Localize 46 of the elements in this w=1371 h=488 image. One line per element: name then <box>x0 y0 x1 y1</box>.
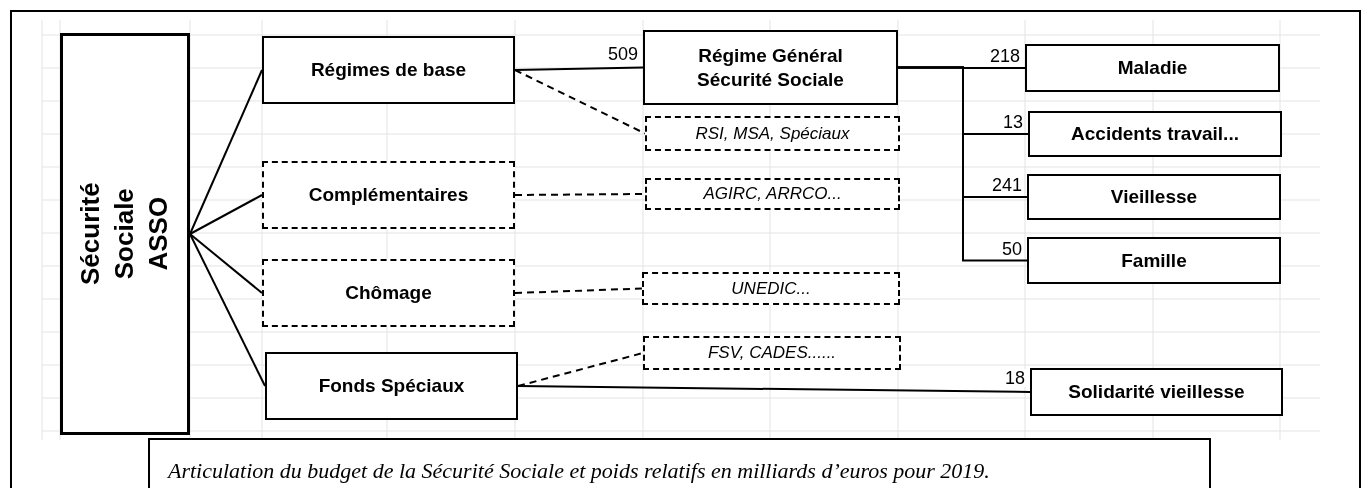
node-label: AGIRC, ARRCO... <box>702 183 843 205</box>
dashed-box <box>262 259 515 327</box>
edge-label: 50 <box>1000 239 1023 258</box>
node-label: Vieillesse <box>1109 185 1199 209</box>
connector <box>189 194 263 235</box>
dashed-connector <box>517 352 644 387</box>
node-label: Famille <box>1120 248 1188 273</box>
node-label: UNEDIC... <box>730 277 812 300</box>
node-label: FSV, CADES...... <box>706 342 838 364</box>
caption-box: Articulation du budget de la Sécurité Sociale et poids relatifs en milliards d’euros pour 2019. <box>148 438 1211 488</box>
node-label: Complémentaires <box>307 183 470 207</box>
edge-label: 13 <box>1001 113 1024 131</box>
process-box <box>643 30 898 105</box>
connector <box>897 66 1028 262</box>
edge-label: 218 <box>988 47 1021 65</box>
dashed-box <box>262 161 515 229</box>
dashed-note-box <box>645 116 900 151</box>
edge-label: 18 <box>1003 369 1026 387</box>
node-label: Régimes de base <box>309 58 468 82</box>
edge-label: 509 <box>606 44 639 63</box>
branch-box <box>1025 44 1280 92</box>
branch-box <box>1028 111 1282 157</box>
connector <box>189 69 263 235</box>
node-label: Chômage <box>344 281 433 305</box>
node-label: Solidarité vieillesse <box>1067 380 1246 404</box>
branch-box <box>1030 368 1283 416</box>
branch-box <box>1027 174 1281 220</box>
process-box <box>262 36 515 104</box>
node-label: RSI, MSA, Spéciaux <box>694 122 851 145</box>
connector <box>514 66 644 71</box>
dashed-connector <box>514 287 643 294</box>
connector <box>189 233 263 294</box>
branch-box <box>1027 237 1281 284</box>
connector <box>517 385 1031 393</box>
node-label: Fonds Spéciaux <box>317 374 466 398</box>
dashed-note-box <box>643 336 901 370</box>
node-label: Sécurité Sociale ASSO <box>74 181 174 288</box>
node-label: Maladie <box>1116 56 1189 80</box>
root-box <box>60 33 190 435</box>
dashed-note-box <box>645 178 900 210</box>
process-box <box>265 352 518 420</box>
node-label: Régime Général Sécurité Sociale <box>696 43 845 92</box>
dashed-note-box <box>642 272 900 305</box>
edge-label: 241 <box>990 176 1023 194</box>
connector <box>189 233 266 387</box>
node-label: Accidents travail... <box>1070 122 1240 146</box>
